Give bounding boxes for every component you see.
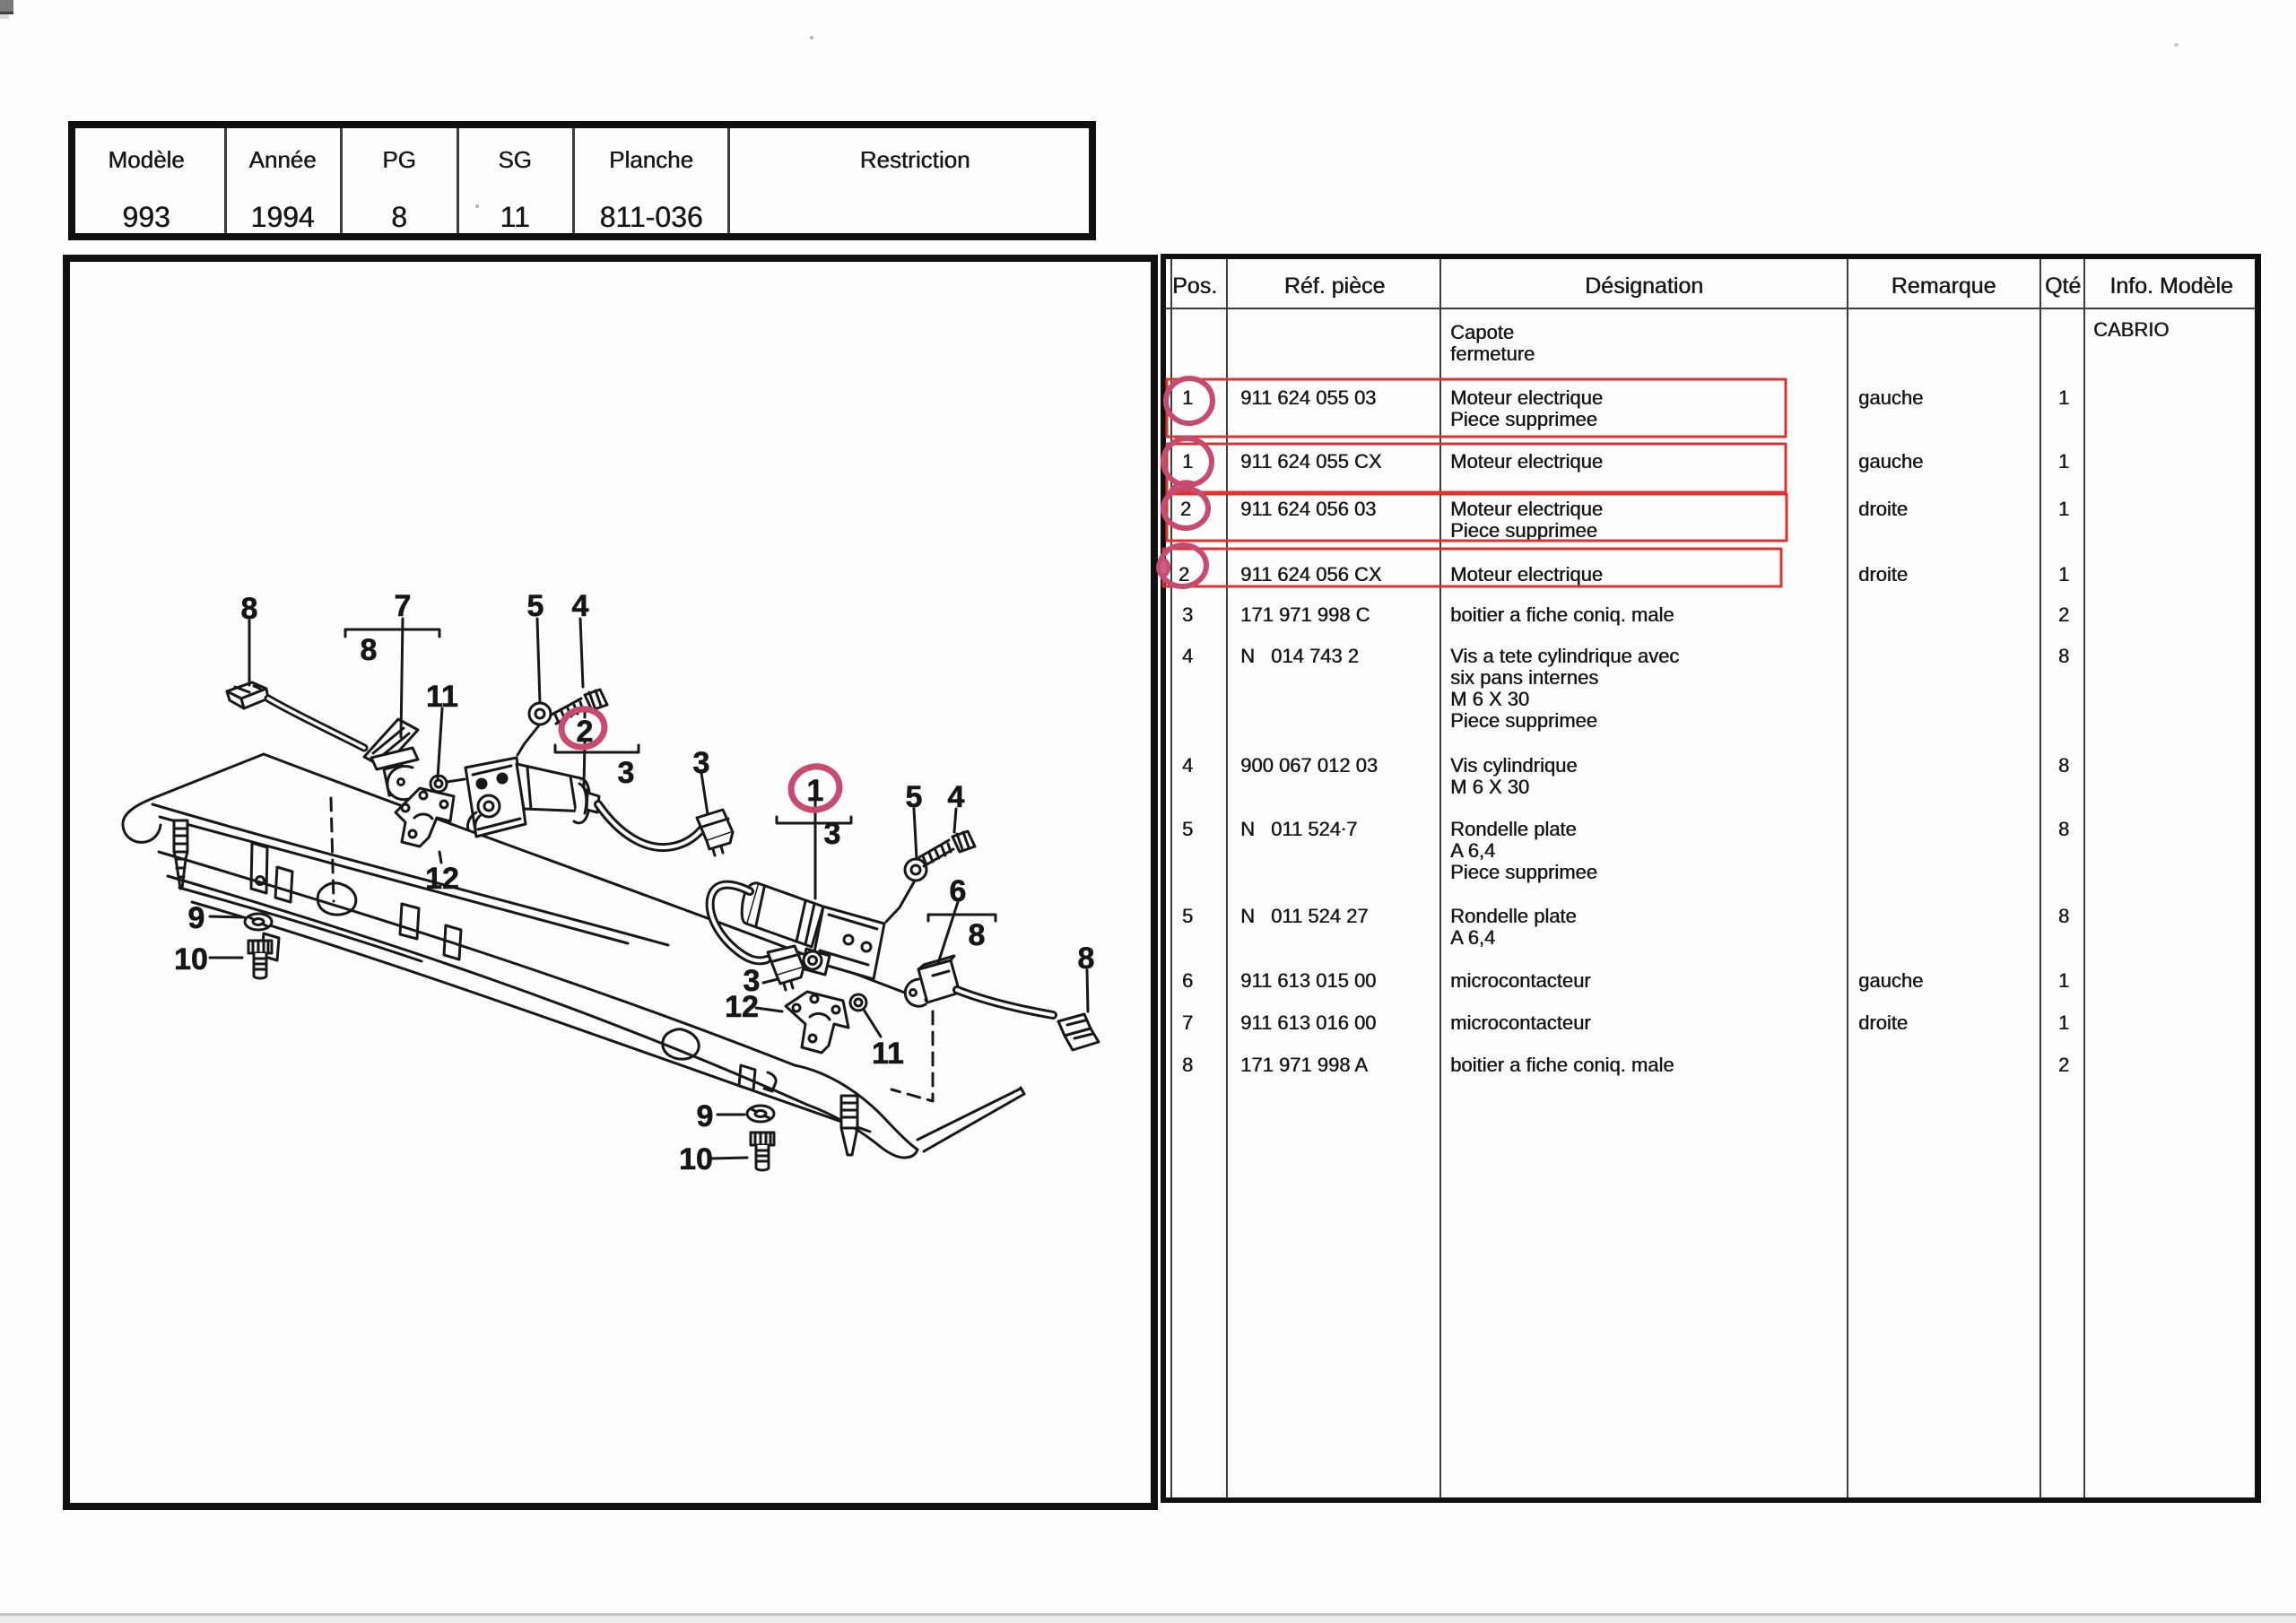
svg-text:5: 5 [527, 589, 544, 623]
svg-text:3: 3 [618, 756, 635, 790]
svg-text:1: 1 [807, 774, 824, 808]
svg-text:8: 8 [241, 592, 258, 626]
svg-text:4: 4 [948, 780, 965, 814]
svg-text:11: 11 [426, 680, 458, 714]
svg-text:8: 8 [361, 633, 378, 667]
svg-text:3: 3 [693, 746, 710, 780]
svg-text:9: 9 [697, 1099, 714, 1133]
svg-text:7: 7 [395, 589, 412, 623]
svg-text:10: 10 [174, 942, 208, 976]
svg-text:8: 8 [969, 918, 986, 952]
svg-text:4: 4 [572, 589, 589, 623]
svg-text:10: 10 [679, 1142, 713, 1176]
svg-text:3: 3 [744, 964, 761, 998]
svg-text:2: 2 [577, 715, 594, 749]
svg-text:8: 8 [1078, 942, 1095, 976]
svg-text:11: 11 [872, 1037, 904, 1071]
svg-text:6: 6 [950, 874, 967, 908]
svg-text:9: 9 [188, 901, 205, 935]
svg-text:12: 12 [725, 990, 759, 1024]
svg-text:12: 12 [425, 862, 459, 896]
svg-text:5: 5 [906, 780, 923, 814]
svg-text:3: 3 [824, 817, 841, 851]
